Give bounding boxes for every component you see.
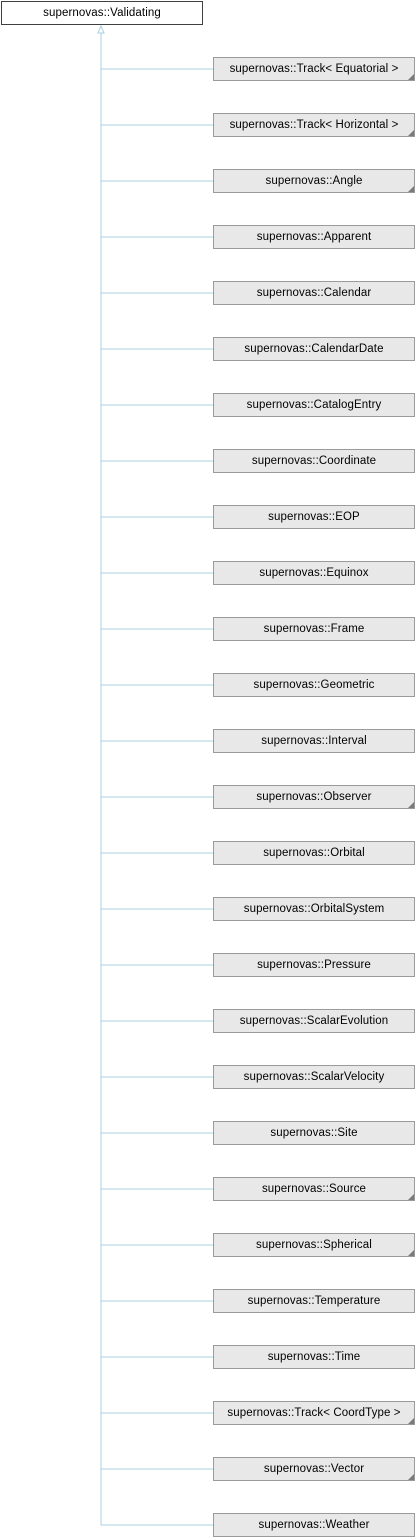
derived-class-node[interactable]: supernovas::Track< Horizontal > [213, 113, 415, 137]
derived-class-node[interactable]: supernovas::Frame [213, 617, 415, 641]
derived-class-node[interactable]: supernovas::Temperature [213, 1289, 415, 1313]
base-class-node[interactable]: supernovas::Validating [1, 1, 203, 25]
derived-class-node[interactable]: supernovas::CalendarDate [213, 337, 415, 361]
derived-class-node[interactable]: supernovas::Source [213, 1177, 415, 1201]
derived-class-node[interactable]: supernovas::Track< Equatorial > [213, 57, 415, 81]
derived-class-node[interactable]: supernovas::Site [213, 1121, 415, 1145]
derived-class-node[interactable]: supernovas::Equinox [213, 561, 415, 585]
derived-class-node[interactable]: supernovas::Weather [213, 1513, 415, 1537]
derived-class-node[interactable]: supernovas::Time [213, 1345, 415, 1369]
derived-class-node[interactable]: supernovas::Angle [213, 169, 415, 193]
inheritance-arrowhead [97, 24, 105, 34]
derived-class-node[interactable]: supernovas::OrbitalSystem [213, 897, 415, 921]
derived-class-node[interactable]: supernovas::CatalogEntry [213, 393, 415, 417]
derived-class-node[interactable]: supernovas::Vector [213, 1457, 415, 1481]
derived-class-node[interactable]: supernovas::EOP [213, 505, 415, 529]
derived-class-node[interactable]: supernovas::Interval [213, 729, 415, 753]
derived-class-node[interactable]: supernovas::Orbital [213, 841, 415, 865]
derived-class-node[interactable]: supernovas::Pressure [213, 953, 415, 977]
derived-class-node[interactable]: supernovas::Geometric [213, 673, 415, 697]
derived-class-node[interactable]: supernovas::Observer [213, 785, 415, 809]
derived-class-node[interactable]: supernovas::ScalarVelocity [213, 1065, 415, 1089]
derived-class-node[interactable]: supernovas::Spherical [213, 1233, 415, 1257]
derived-class-node[interactable]: supernovas::Apparent [213, 225, 415, 249]
derived-class-node[interactable]: supernovas::ScalarEvolution [213, 1009, 415, 1033]
derived-class-node[interactable]: supernovas::Coordinate [213, 449, 415, 473]
derived-class-node[interactable]: supernovas::Calendar [213, 281, 415, 305]
derived-class-node[interactable]: supernovas::Track< CoordType > [213, 1401, 415, 1425]
